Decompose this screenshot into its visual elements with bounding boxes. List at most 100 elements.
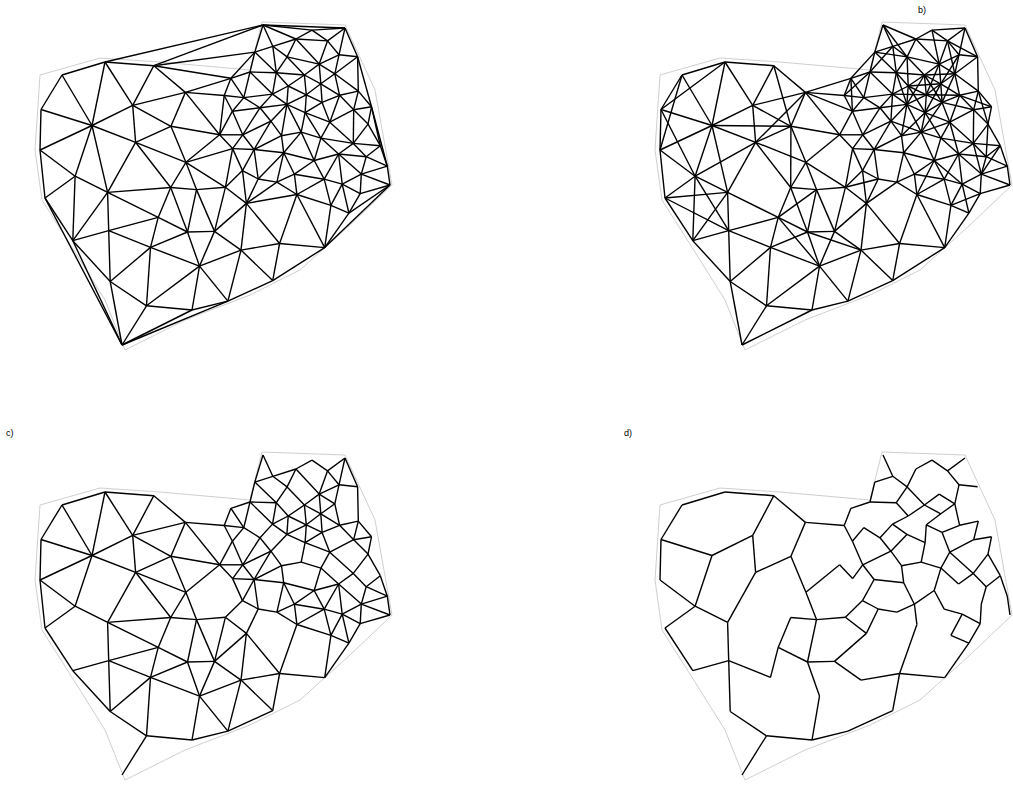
graph-edge — [296, 460, 312, 469]
graph-edge — [863, 150, 875, 171]
graph-edge — [260, 104, 287, 107]
graph-edge — [215, 187, 226, 231]
panel-label: c) — [6, 429, 14, 438]
graph-edge — [893, 674, 900, 711]
graph-edge — [342, 614, 360, 623]
graph-edge — [926, 514, 941, 525]
graph-edge — [254, 580, 284, 583]
graph-edge — [305, 95, 306, 113]
graph-edge — [942, 102, 950, 122]
graph-edge — [712, 126, 756, 143]
graph-edge — [897, 153, 904, 182]
graph-edge — [224, 96, 244, 98]
graph-edge — [282, 562, 302, 566]
graph-edge — [328, 28, 346, 41]
graph-panel — [35, 22, 392, 350]
graph-edge — [960, 91, 979, 95]
graph-edge — [122, 306, 147, 345]
graph-edge — [361, 604, 390, 615]
graph-edge — [387, 596, 390, 615]
graph-edge — [224, 526, 244, 528]
graph-edge — [730, 712, 766, 736]
graph-edge — [339, 584, 343, 614]
graph-edge — [1007, 596, 1010, 615]
graph-edge — [287, 104, 305, 112]
graph-edge — [322, 525, 340, 532]
graph-edge — [255, 455, 263, 482]
graph-edge — [932, 30, 948, 41]
graph-edge — [335, 485, 339, 504]
graph-edge — [939, 494, 955, 504]
graph-edge — [771, 217, 779, 247]
graph-edge — [243, 601, 259, 609]
graph-edge — [276, 57, 287, 73]
graph-edge — [288, 75, 304, 86]
graph-edge — [288, 86, 306, 95]
graph-edge — [301, 132, 314, 160]
graph-edge — [387, 166, 390, 185]
graph-edge — [986, 576, 1000, 587]
graph-edge — [197, 620, 215, 662]
graph-edge — [133, 522, 186, 535]
graph-edge — [243, 171, 247, 204]
graph-edge — [276, 73, 304, 75]
graph-edge — [339, 485, 358, 487]
graph-edge — [258, 179, 277, 182]
graph-edge — [907, 75, 925, 104]
graph-edge — [260, 94, 273, 108]
graph-edge — [914, 174, 917, 194]
graph-edge — [250, 52, 255, 72]
graph-edge — [864, 72, 870, 98]
graph-edge — [273, 524, 287, 534]
graph-edge — [62, 62, 105, 75]
graph-edge — [246, 203, 279, 243]
graph-edge — [171, 162, 186, 187]
graph-edge — [863, 565, 874, 580]
graph-edge — [950, 552, 974, 573]
graph-edge — [243, 135, 254, 150]
graph-edge — [241, 633, 246, 680]
graph-edge — [171, 556, 220, 565]
graph-edge — [224, 78, 231, 95]
graph-edge — [92, 492, 105, 556]
graph-edge — [231, 52, 255, 78]
graph-edge — [852, 108, 880, 111]
graph-edge — [908, 84, 941, 86]
graph-edge — [258, 153, 284, 179]
graph-edge — [926, 525, 942, 533]
graph-edge — [171, 522, 186, 556]
graph-edge — [902, 136, 904, 153]
graph-edge — [188, 232, 200, 266]
graph-edge — [276, 503, 288, 516]
graph-edge — [276, 487, 287, 503]
graph-edge — [942, 525, 960, 532]
graph-edge — [959, 154, 987, 157]
graph-edge — [897, 174, 915, 182]
graph-edge — [820, 266, 848, 301]
graph-edge — [844, 72, 870, 96]
graph-edge — [973, 554, 988, 573]
graph-edge — [845, 601, 862, 618]
graph-edge — [321, 84, 322, 103]
graph-edge — [220, 565, 233, 579]
graph-edge — [92, 105, 133, 125]
graph-edge — [41, 75, 62, 110]
graph-edge — [844, 78, 851, 95]
graph-edge — [934, 154, 958, 161]
graph-edge — [360, 604, 361, 624]
graph-edge — [340, 95, 354, 109]
graph-edge — [186, 162, 226, 187]
graph-edge — [40, 150, 45, 198]
graph-edge — [200, 661, 215, 696]
graph-edge — [188, 661, 215, 663]
graph-edge — [729, 661, 771, 678]
graph-edge — [357, 487, 359, 521]
graph-edge — [273, 503, 277, 524]
graph-edge — [893, 73, 897, 94]
graph-edge — [712, 125, 791, 127]
graph-edge — [934, 161, 944, 180]
graph-edge — [361, 166, 387, 174]
graph-edge — [105, 492, 154, 496]
graph-edge — [791, 162, 806, 187]
graph-edge — [835, 633, 867, 661]
